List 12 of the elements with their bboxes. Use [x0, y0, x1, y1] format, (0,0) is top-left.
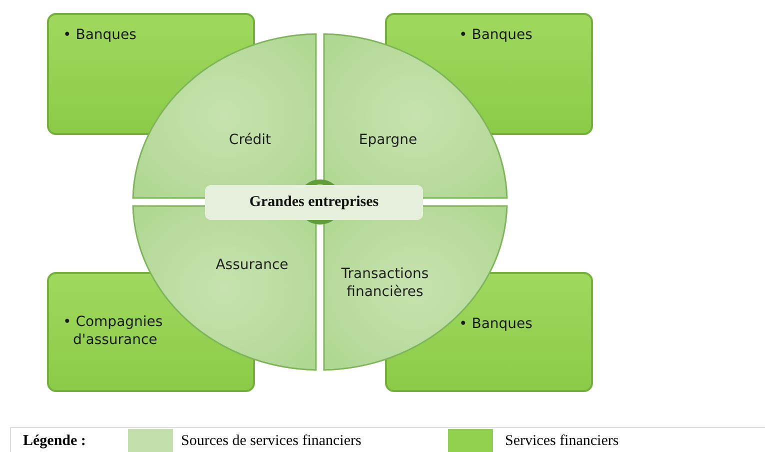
legend-text: Sources de services financiers [181, 433, 362, 450]
center-label-box: Grandes entreprises [205, 185, 423, 220]
quadrant-label: Transactions financières [340, 266, 430, 301]
legend-title: Légende : [23, 433, 86, 450]
quadrant-label: Crédit [228, 132, 272, 150]
quadrant-label: Assurance [214, 257, 290, 274]
bullet-text: • Banques [459, 316, 534, 334]
bullet-text: • Banques [63, 27, 138, 44]
quadrant-label: Epargne [358, 132, 418, 150]
bullet-text: • Banques [459, 27, 534, 44]
bullet-text: • Compagnies d'assurance [63, 314, 164, 349]
legend-text: Services financiers [505, 433, 619, 450]
